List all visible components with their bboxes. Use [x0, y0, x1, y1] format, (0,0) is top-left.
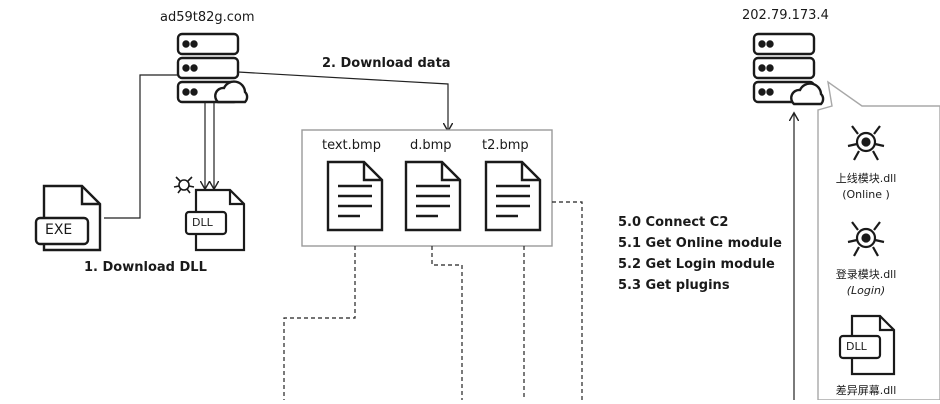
step-item: 5.2 Get Login module	[618, 257, 775, 272]
module-online-name: 上线模块.dll	[835, 172, 897, 185]
module-plugin-name: 差异屏幕.dll	[835, 384, 897, 397]
document-icon	[484, 160, 542, 232]
file-label-t2-bmp: t2.bmp	[482, 138, 529, 153]
exe-file-icon	[34, 184, 102, 252]
file-label-d-bmp: d.bmp	[410, 138, 452, 153]
step-item: 5.3 Get plugins	[618, 278, 730, 293]
bug-icon	[847, 125, 885, 161]
download-data-arrow	[237, 71, 448, 130]
dll-file-icon	[838, 314, 896, 376]
server-cloud-icon	[176, 32, 249, 104]
module-login-note: (Login)	[846, 284, 886, 297]
exe-label: EXE	[45, 222, 73, 238]
module-online-note: (Online )	[842, 188, 890, 201]
dll-file-icon	[184, 188, 246, 252]
bug-icon	[173, 176, 195, 194]
document-icon	[404, 160, 462, 232]
bug-icon	[847, 221, 885, 257]
exe-connection-line	[104, 74, 178, 219]
dashed-flow-lines	[283, 201, 583, 400]
dll-label: DLL	[192, 216, 213, 229]
module-login-name: 登录模块.dll	[835, 268, 897, 281]
server-cloud-icon	[752, 32, 825, 106]
c2-steps: 5.0 Connect C2 5.1 Get Online module 5.2…	[618, 212, 782, 296]
download-dll-label: 1. Download DLL	[84, 260, 207, 275]
right-server-ip: 202.79.173.4	[742, 8, 829, 23]
step-item: 5.1 Get Online module	[618, 236, 782, 251]
document-icon	[326, 160, 384, 232]
left-server-domain: ad59t82g.com	[160, 10, 255, 25]
step-item: 5.0 Connect C2	[618, 215, 729, 230]
file-label-text-bmp: text.bmp	[322, 138, 381, 153]
download-data-label: 2. Download data	[322, 56, 451, 71]
module-plugin-dll-badge: DLL	[846, 340, 867, 353]
